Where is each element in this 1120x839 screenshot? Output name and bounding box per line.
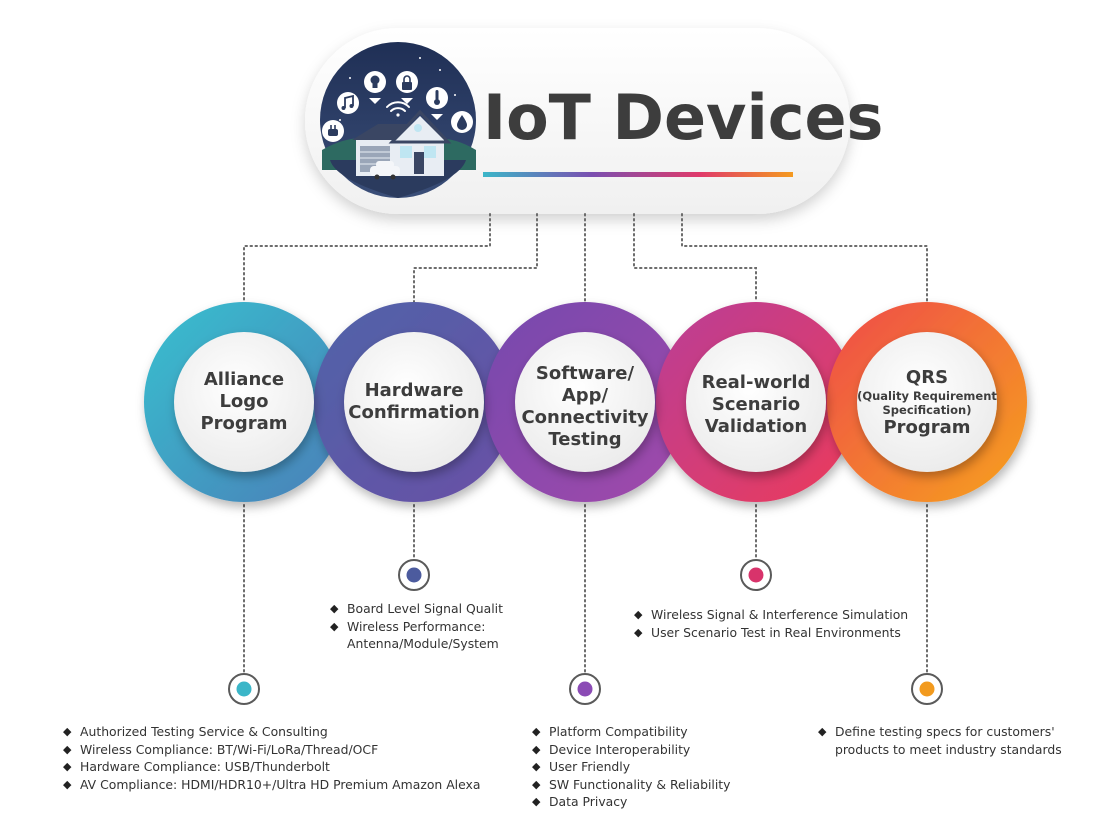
marker-hardware bbox=[398, 559, 430, 591]
plug-icon bbox=[322, 120, 344, 142]
list-item: Define testing specs for customers' bbox=[818, 723, 1062, 741]
list-item: Device Interoperability bbox=[532, 741, 731, 759]
inner-discs bbox=[174, 332, 997, 472]
bullets-hardware: Board Level Signal Qualit Wireless Perfo… bbox=[330, 600, 503, 653]
list-item: AV Compliance: HDMI/HDR10+/Ultra HD Prem… bbox=[63, 776, 480, 794]
node-label-line: (Quality Requirement bbox=[857, 389, 997, 403]
smart-home-illustration bbox=[320, 42, 476, 198]
car-icon bbox=[370, 161, 400, 180]
list-item: Data Privacy bbox=[532, 793, 731, 811]
list-item: Authorized Testing Service & Consulting bbox=[63, 723, 480, 741]
node-label-line: Program bbox=[200, 413, 288, 434]
lock-icon bbox=[396, 71, 418, 104]
node-label-qrs: QRS (Quality Requirement Specification) … bbox=[852, 367, 1002, 439]
bottom-connectors bbox=[243, 504, 928, 674]
wifi-icon bbox=[386, 101, 410, 117]
list-item: Hardware Compliance: USB/Thunderbolt bbox=[63, 758, 480, 776]
node-label-line: Connectivity bbox=[521, 407, 649, 428]
node-label-line: Program bbox=[883, 417, 971, 438]
node-label-line: Software/ bbox=[535, 363, 635, 384]
top-connectors bbox=[243, 213, 928, 303]
bullets-software: Platform Compatibility Device Interopera… bbox=[532, 723, 731, 811]
node-label-line: Validation bbox=[704, 416, 808, 437]
node-label-line: App/ bbox=[561, 385, 609, 406]
bullets-qrs: Define testing specs for customers' prod… bbox=[818, 723, 1062, 758]
marker-realworld bbox=[740, 559, 772, 591]
node-label-line: QRS bbox=[905, 367, 949, 388]
title-underline bbox=[483, 172, 793, 177]
light-bulb-icon bbox=[364, 71, 386, 104]
node-label-line: Specification) bbox=[882, 403, 972, 417]
music-note-icon bbox=[337, 92, 359, 114]
bullets-realworld: Wireless Signal & Interference Simulatio… bbox=[634, 606, 908, 641]
node-label-line: Real-world bbox=[701, 372, 811, 393]
node-label-hardware: Hardware Confirmation bbox=[339, 380, 489, 424]
marker-alliance bbox=[228, 673, 260, 705]
marker-software bbox=[569, 673, 601, 705]
node-label-line: Testing bbox=[548, 429, 622, 450]
page-title: IoT Devices bbox=[483, 81, 884, 154]
list-item: User Scenario Test in Real Environments bbox=[634, 624, 908, 642]
water-drop-icon bbox=[451, 111, 473, 133]
node-label-line: Alliance bbox=[203, 369, 285, 390]
list-item-continuation: Antenna/Module/System bbox=[347, 636, 499, 652]
marker-qrs bbox=[911, 673, 943, 705]
node-label-software: Software/ App/ Connectivity Testing bbox=[510, 363, 660, 451]
node-label-realworld: Real-world Scenario Validation bbox=[681, 372, 831, 438]
list-item: Wireless Compliance: BT/Wi-Fi/LoRa/Threa… bbox=[63, 741, 480, 759]
list-item: Platform Compatibility bbox=[532, 723, 731, 741]
list-item: Wireless Performance: bbox=[330, 618, 503, 636]
list-item: SW Functionality & Reliability bbox=[532, 776, 731, 794]
node-label-line: Confirmation bbox=[348, 402, 480, 423]
list-item-continuation: products to meet industry standards bbox=[835, 741, 1062, 757]
node-label-alliance: Alliance Logo Program bbox=[169, 369, 319, 435]
node-label-line: Logo bbox=[219, 391, 269, 412]
list-item: User Friendly bbox=[532, 758, 731, 776]
list-item: Board Level Signal Qualit bbox=[330, 600, 503, 618]
node-label-line: Hardware bbox=[364, 380, 464, 401]
thermometer-icon bbox=[426, 87, 448, 120]
node-label-line: Scenario bbox=[711, 394, 801, 415]
bullets-alliance: Authorized Testing Service & Consulting … bbox=[63, 723, 480, 793]
list-item: Wireless Signal & Interference Simulatio… bbox=[634, 606, 908, 624]
marker-dots bbox=[228, 559, 943, 705]
